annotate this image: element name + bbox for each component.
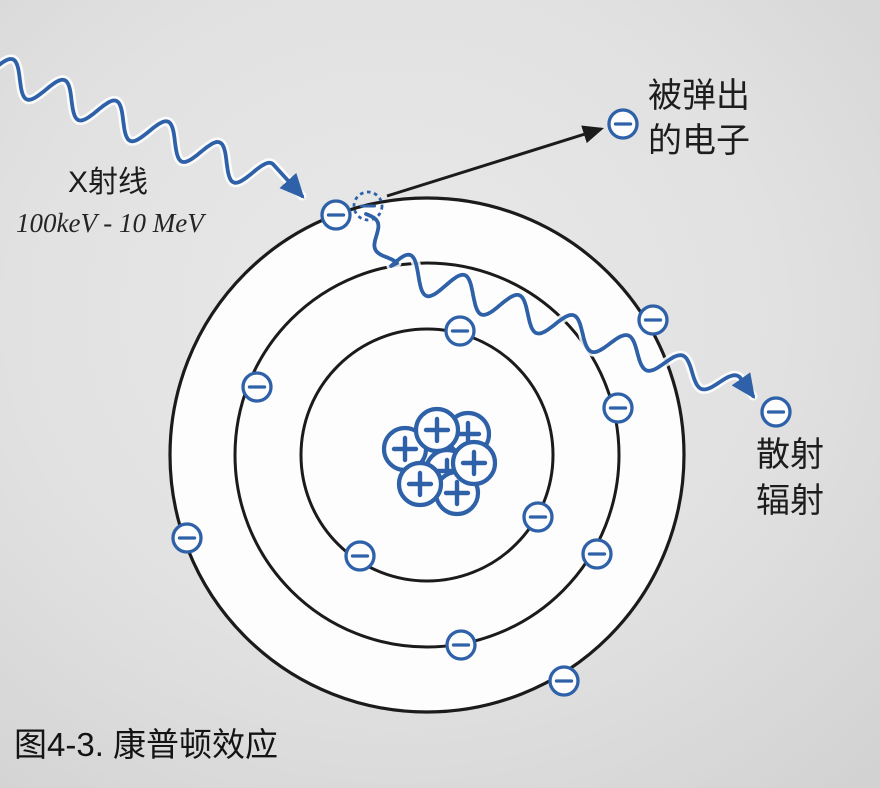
figure-caption: 图4-3. 康普顿效应	[14, 726, 278, 763]
electron	[581, 538, 613, 570]
shell-circle	[233, 261, 621, 649]
ejection-arrow-line	[386, 125, 605, 198]
ejected-electron-label-line2: 的电子	[648, 122, 750, 160]
vacancy-dashed-circle	[352, 190, 384, 222]
electron	[602, 392, 634, 424]
shell-circle	[299, 327, 555, 583]
xray-waves	[0, 54, 758, 401]
electron	[320, 199, 352, 231]
electron	[548, 665, 580, 697]
electron	[344, 540, 376, 572]
ejection-arrow	[386, 125, 605, 198]
proton	[413, 406, 461, 454]
orbital-electrons	[171, 190, 669, 697]
electron	[522, 501, 554, 533]
scattered-radiation-label-line1: 散射	[756, 436, 824, 474]
electron	[444, 315, 476, 347]
ejected-electron-label-line1: 被弹出	[648, 77, 750, 115]
proton	[450, 439, 498, 487]
electron	[445, 629, 477, 661]
electron	[637, 304, 669, 336]
proton	[396, 460, 444, 508]
scattered-radiation-label-line2: 辐射	[756, 482, 824, 520]
xray-label: X射线	[68, 166, 148, 199]
electron	[171, 522, 203, 554]
labels: X射线 100keV - 10 MeV 被弹出 的电子 散射 辐射 图4-3. …	[14, 77, 824, 763]
electron-vacancy	[352, 190, 384, 222]
scattered-radiation-electron	[760, 396, 792, 428]
nucleus	[381, 406, 498, 517]
incoming-xray-wave	[0, 57, 305, 199]
electron	[241, 371, 273, 403]
xray-energy-label: 100keV - 10 MeV	[16, 208, 207, 238]
scattered-radiation-wave	[364, 212, 756, 400]
ejected-electron	[607, 108, 639, 140]
free-electrons	[607, 108, 792, 428]
